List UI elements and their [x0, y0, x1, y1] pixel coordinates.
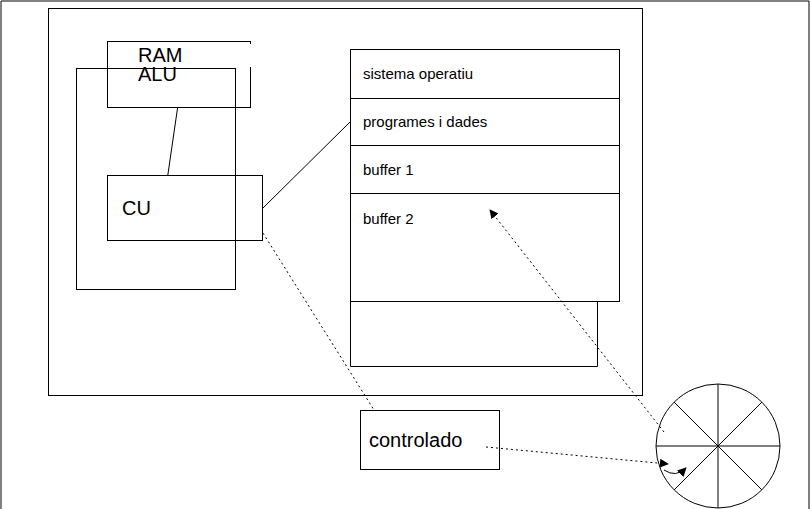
node-label: CU: [122, 197, 254, 220]
connector: [263, 122, 350, 208]
memory-free-area: [351, 302, 598, 367]
disk: [656, 384, 780, 508]
memory-band: buffer 2: [350, 193, 620, 302]
dotted-connector: [263, 233, 374, 410]
memory-band: programes i dades: [350, 98, 620, 146]
memory-band: sistema operatiu: [350, 49, 620, 99]
connector: [168, 108, 178, 175]
cpu-box: RAMALUCU: [76, 68, 236, 290]
node-label: programes i dades: [363, 113, 609, 130]
node-label: controlado: [369, 429, 491, 452]
node-label: buffer 2: [363, 210, 609, 227]
control-unit-box: CU: [107, 175, 263, 241]
node-label: buffer 1: [363, 161, 609, 178]
memory-band: buffer 1: [350, 145, 620, 194]
node-label: sistema operatiu: [363, 65, 609, 82]
control-arrow: [486, 447, 668, 464]
node-label: ALU: [138, 63, 242, 86]
transfer-arrow: [490, 210, 664, 432]
controller-box: controlado: [360, 410, 500, 470]
computer-outline: [49, 9, 643, 396]
